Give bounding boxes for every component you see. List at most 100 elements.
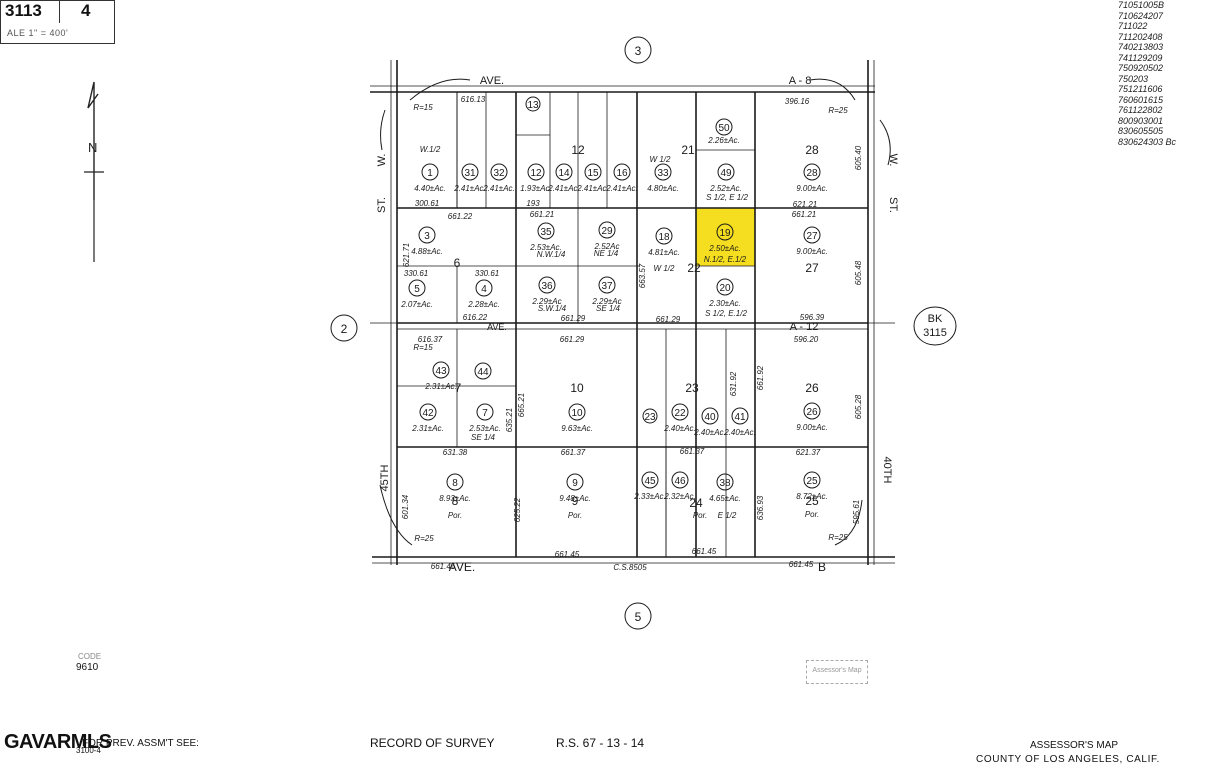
parcel-area-28: 9.00±Ac. — [796, 184, 828, 193]
parcel-area-33: 4.80±Ac. — [647, 184, 679, 193]
parcel-area-7: 2.53±Ac. — [468, 424, 501, 433]
parcel-number-circle — [475, 279, 493, 297]
dimension-label: 661.45 — [789, 560, 814, 569]
parcel-number-50: 50 — [718, 123, 730, 134]
parcel-number-10: 10 — [571, 408, 583, 419]
parcel-area-31: 2.41±Ac. — [453, 184, 486, 193]
dimension-label: 635.21 — [505, 408, 514, 432]
parcel-number-26: 26 — [806, 407, 818, 418]
parcel-area-42: 2.31±Ac. — [411, 424, 444, 433]
parcel-area-49: 2.52±Ac. — [709, 184, 742, 193]
parcel-number-31: 31 — [464, 168, 476, 179]
parcel-area-9: 9.48±Ac. — [559, 494, 591, 503]
parcel-number-8: 8 — [452, 478, 458, 489]
parcel-number-circle — [671, 403, 689, 421]
dimension-label: 605.40 — [854, 145, 863, 170]
parcel-area-15: 2.41±Ac. — [576, 184, 609, 193]
legal-description: E 1/2 — [718, 511, 737, 520]
section-number-9: 9 — [572, 494, 579, 508]
document-number: 761122802 — [1118, 105, 1163, 115]
parcel-number-19: 19 — [719, 228, 731, 239]
document-number: 741129209 — [1118, 52, 1163, 63]
dimension-label: 621.71 — [402, 243, 411, 267]
map-header-box: 3113 4 ALE 1" = 400' — [0, 0, 115, 44]
section-number-6: 6 — [454, 256, 461, 270]
dimension-label: C.S.8505 — [613, 563, 647, 572]
north-arrow-icon: N — [84, 81, 104, 262]
parcel-number-27: 27 — [806, 231, 818, 242]
parcel-number-circle — [716, 473, 734, 491]
parcel-number-33: 33 — [657, 168, 669, 179]
parcel-number-circle — [490, 163, 508, 181]
legal-description: Por. — [693, 511, 707, 520]
dimension-label: 631.92 — [729, 371, 738, 396]
parcel-number-circle — [731, 407, 749, 425]
parcel-area-41: 2.40±Ac. — [723, 428, 756, 437]
parcel-number-circle — [701, 407, 719, 425]
parcel-number-4: 4 — [481, 284, 487, 295]
parcel-boundaries — [370, 60, 895, 565]
dimension-label: 636.93 — [756, 495, 765, 520]
dimension-label: 596.39 — [800, 313, 825, 322]
dimension-label: 605.48 — [854, 260, 863, 285]
parcel-number-circle — [641, 471, 659, 489]
dimension-label: R=25 — [828, 106, 848, 115]
dimension-label: 595.61 — [852, 500, 861, 524]
parcel-number-35: 35 — [540, 227, 552, 238]
section-number-24: 24 — [689, 496, 703, 510]
parcel-number-5: 5 — [414, 284, 420, 295]
document-number: 710624207 — [1118, 10, 1164, 21]
section-number-22: 22 — [687, 261, 701, 275]
section-number-8: 8 — [452, 494, 459, 508]
street-label-a12: A - 12 — [790, 321, 819, 333]
street-label-west-st: ST. — [376, 197, 388, 213]
parcel-area-8: 8.93±Ac. — [439, 494, 471, 503]
parcel-number-circle — [715, 118, 733, 136]
parcel-area-37: 2.29±Ac — [591, 297, 621, 306]
dimension-label: 330.61 — [404, 269, 428, 278]
parcel-number-40: 40 — [704, 412, 716, 423]
dimension-label: 621.37 — [796, 448, 821, 457]
parcel-number-circle — [419, 403, 437, 421]
parcel-area-25: 8.72±Ac. — [796, 492, 828, 501]
adjacent-page-left-circle — [330, 314, 358, 342]
parcel-number-circle — [654, 163, 672, 181]
parcel-area-29: 2.52Ac — [594, 242, 620, 251]
parcel-number-circle — [717, 163, 735, 181]
parcel-area-19: 2.50±Ac. — [708, 244, 741, 253]
legal-description: W 1/2 — [654, 264, 675, 273]
highlighted-parcel-19[interactable] — [696, 208, 755, 266]
legal-description: Por. — [448, 511, 462, 520]
parcel-number-36: 36 — [541, 281, 553, 292]
section-number-26: 26 — [805, 381, 819, 395]
adjacent-page-bottom-circle — [624, 602, 652, 630]
dimension-label: 661.45 — [431, 562, 456, 571]
rs-reference: R.S. 67 - 13 - 14 — [556, 736, 645, 750]
north-label: N — [88, 140, 97, 155]
legal-description: N.1/2, E.1/2 — [704, 255, 747, 264]
dimension-label: R=15 — [413, 103, 433, 112]
parcel-number-12: 12 — [530, 168, 542, 179]
parcel-number-circle — [555, 163, 573, 181]
gavarmls-logo: GAVARMLS — [4, 731, 112, 753]
assessor-map-title: ASSESSOR'S MAP — [1030, 740, 1119, 751]
dimension-label: 661.29 — [560, 335, 585, 344]
parcel-number-14: 14 — [558, 168, 570, 179]
parcel-number-22: 22 — [674, 408, 686, 419]
parcel-number-circle — [446, 473, 464, 491]
document-number: 751211606 — [1118, 84, 1163, 94]
parcel-number-9: 9 — [572, 478, 578, 489]
dimension-label: 631.38 — [443, 448, 468, 457]
parcel-area-26: 9.00±Ac. — [796, 423, 828, 432]
parcel-number-circle — [476, 403, 494, 421]
parcel-number-38: 38 — [719, 478, 731, 489]
adjacent-page-right-bk: BK — [928, 313, 943, 325]
parcel-area-4: 2.28±Ac. — [467, 300, 500, 309]
parcel-number-circle — [474, 362, 492, 380]
dimension-label: 661.21 — [530, 210, 554, 219]
legal-description: SE 1/4 — [596, 304, 621, 313]
